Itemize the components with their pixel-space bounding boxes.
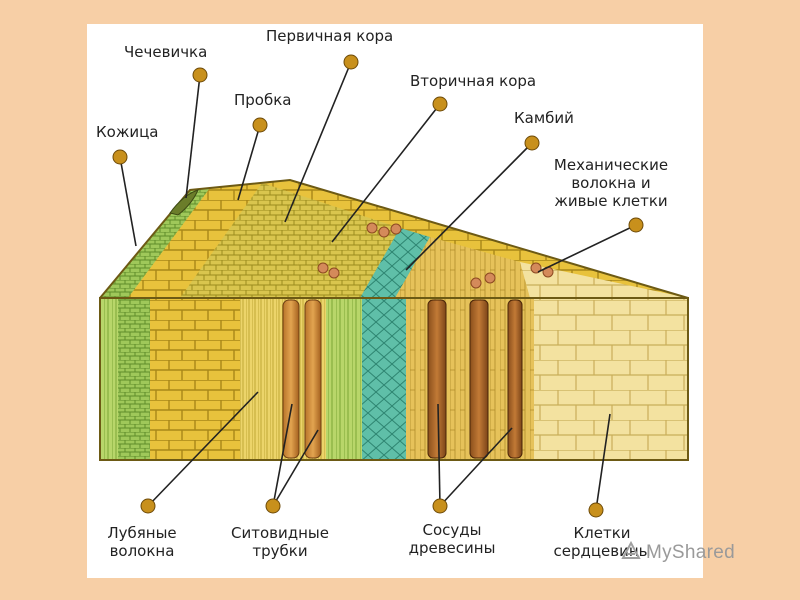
watermark-text: MyShared	[646, 542, 735, 563]
label-mekh-line3: живые клетки	[536, 192, 686, 210]
label-kambiy: Камбий	[514, 109, 574, 127]
label-chechevichka: Чечевичка	[124, 43, 207, 61]
label-mekh-line1: Механические	[536, 156, 686, 174]
front-face	[100, 298, 688, 460]
label-sosudy-drevesiny: Сосуды древесины	[392, 521, 512, 557]
watermark: MyShared	[620, 540, 735, 564]
label-sos-line1: Сосуды	[392, 521, 512, 539]
label-kozhitsa: Кожица	[96, 123, 159, 141]
label-sito-line2: трубки	[210, 542, 350, 560]
label-sos-line2: древесины	[392, 539, 512, 557]
label-lub-line1: Лубяные	[94, 524, 190, 542]
label-sito-line1: Ситовидные	[210, 524, 350, 542]
label-pervichnaya-kora: Первичная кора	[266, 27, 393, 45]
label-lub-line2: волокна	[94, 542, 190, 560]
label-lubyanye-volokna: Лубяные волокна	[94, 524, 190, 560]
myshared-logo-icon	[620, 540, 642, 562]
label-probka: Пробка	[234, 91, 291, 109]
label-sitovidnye-trubki: Ситовидные трубки	[210, 524, 350, 560]
label-mekhanicheskie: Механические волокна и живые клетки	[536, 156, 686, 210]
label-mekh-line2: волокна и	[536, 174, 686, 192]
label-vtorichnaya-kora: Вторичная кора	[410, 72, 536, 90]
